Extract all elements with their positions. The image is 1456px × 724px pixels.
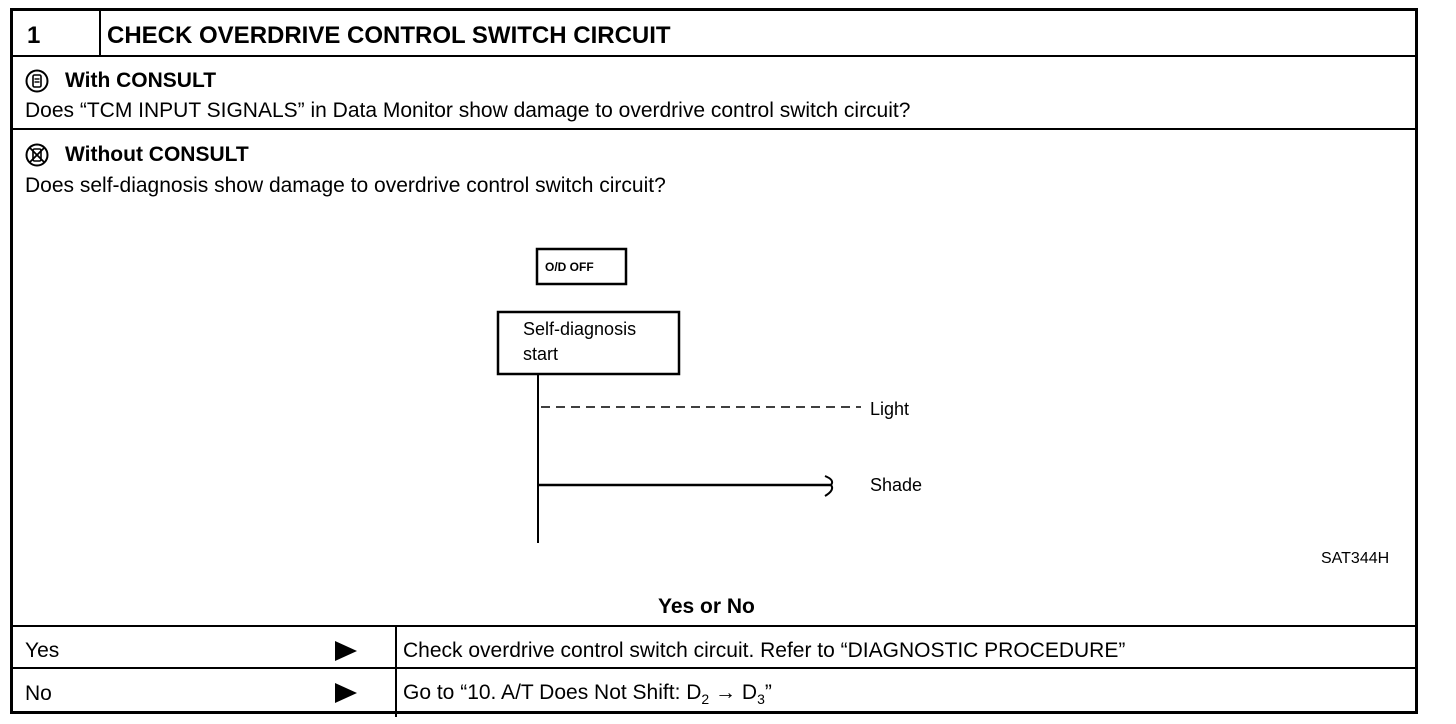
shade-break-mark — [824, 475, 834, 497]
header-divider — [99, 11, 101, 55]
header-rule — [13, 55, 1415, 57]
decision-prompt: Yes or No — [658, 595, 755, 618]
figure-code: SAT344H — [1321, 550, 1390, 567]
with-consult-rule — [13, 128, 1415, 130]
self-diagnosis-diagram — [496, 247, 861, 543]
without-consult-heading: Without CONSULT — [65, 143, 249, 166]
with-consult-heading: With CONSULT — [65, 69, 217, 92]
without-consult-question: Does self-diagnosis show damage to overd… — [25, 174, 666, 197]
start-box-line2: start — [523, 344, 559, 364]
row-rule — [13, 667, 1415, 669]
decision-rule — [13, 625, 1415, 627]
procedure-table: 1 CHECK OVERDRIVE CONTROL SWITCH CIRCUIT… — [10, 8, 1418, 717]
yes-action: Check overdrive control switch circuit. … — [403, 639, 1126, 662]
step-number: 1 — [27, 22, 41, 49]
od-off-switch-box — [535, 247, 628, 286]
consult-icon — [25, 69, 49, 93]
with-consult-question: Does “TCM INPUT SIGNALS” in Data Monitor… — [25, 99, 911, 122]
start-box — [496, 310, 681, 376]
step-title: CHECK OVERDRIVE CONTROL SWITCH CIRCUIT — [107, 22, 671, 49]
shade-label: Shade — [870, 475, 923, 495]
play-arrow-icon — [335, 683, 357, 703]
no-answer: No — [25, 682, 52, 705]
od-off-label: O/D OFF — [545, 260, 594, 274]
yes-answer: Yes — [25, 639, 60, 662]
start-box-line1: Self-diagnosis — [523, 319, 637, 339]
play-arrow-icon — [335, 641, 357, 661]
light-label: Light — [870, 399, 910, 419]
row-divider-vertical — [395, 625, 397, 717]
no-action: Go to “10. A/T Does Not Shift: D2 → D3” — [403, 681, 772, 707]
no-consult-icon — [25, 143, 49, 167]
